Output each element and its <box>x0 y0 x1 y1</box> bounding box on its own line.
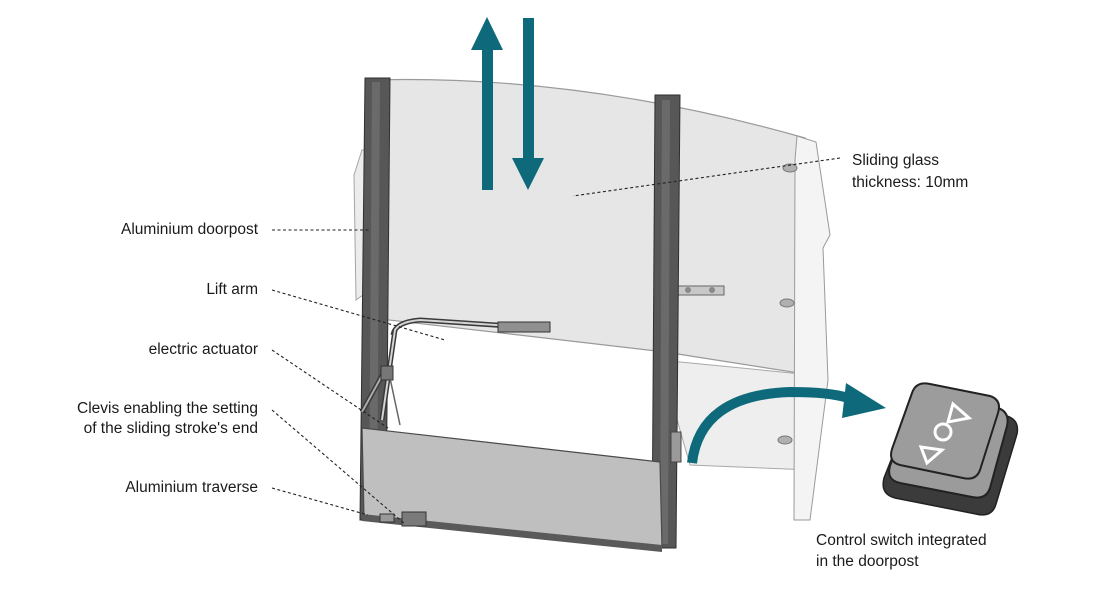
clevis <box>379 511 427 527</box>
label-lift-arm: Lift arm <box>206 281 258 298</box>
triangle-up-icon <box>945 401 973 424</box>
hinge <box>777 435 793 445</box>
triangle-down-icon <box>918 445 946 466</box>
label-electric-actuator: electric actuator <box>149 341 258 358</box>
curved-arrow-icon <box>687 383 886 464</box>
hinge <box>779 298 795 308</box>
circle-icon <box>933 422 953 442</box>
leader-glass <box>572 157 841 197</box>
label-control-switch-line-1: Control switch integrated <box>816 532 987 549</box>
leader-lift-arm <box>271 289 446 341</box>
electric-actuator <box>359 365 401 426</box>
label-sliding-glass-line-2: thickness: 10mm <box>852 174 968 191</box>
control-switch-icon <box>882 382 1019 516</box>
glass-edge-strip <box>793 135 831 521</box>
arrow-up-icon <box>471 17 503 190</box>
leader-traverse <box>271 487 369 516</box>
post-bracket <box>670 431 682 463</box>
leader-actuator <box>271 349 389 429</box>
arrow-down-icon <box>512 18 544 190</box>
door-latch <box>675 285 725 296</box>
label-sliding-glass-line-1: Sliding glass <box>852 152 939 169</box>
label-clevis-line-2: of the sliding stroke's end <box>84 420 258 437</box>
label-aluminium-doorpost: Aluminium doorpost <box>121 221 259 238</box>
label-clevis-line-1: Clevis enabling the setting <box>77 400 258 417</box>
leader-clevis <box>271 409 406 525</box>
sliding-glass-panel <box>369 78 823 377</box>
hinge <box>782 163 798 173</box>
aluminium-traverse <box>361 427 663 552</box>
label-aluminium-traverse: Aluminium traverse <box>125 479 258 496</box>
label-control-switch-line-2: in the doorpost <box>816 553 919 570</box>
